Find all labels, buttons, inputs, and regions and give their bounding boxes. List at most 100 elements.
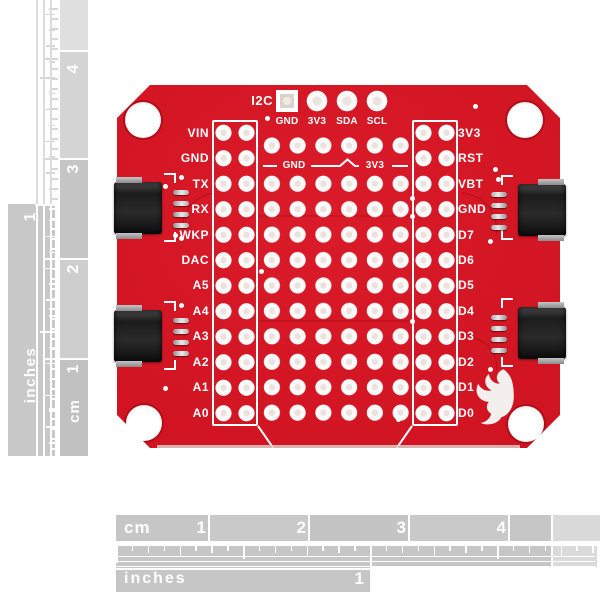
pin-label: A5 bbox=[192, 278, 209, 292]
tick-mark bbox=[163, 546, 166, 551]
tick-mark bbox=[49, 315, 55, 317]
pin-label: RX bbox=[191, 202, 209, 216]
pin-label: D4 bbox=[458, 304, 475, 318]
via-dot bbox=[178, 302, 184, 308]
via-dot bbox=[162, 385, 168, 391]
pin-label: D6 bbox=[458, 253, 475, 267]
connector-tab bbox=[116, 233, 142, 239]
jst-connector-right-bottom bbox=[491, 301, 566, 365]
scale-line bbox=[116, 556, 595, 558]
scale-line bbox=[36, 204, 38, 456]
connector-pin bbox=[491, 192, 507, 197]
connector-pin bbox=[491, 348, 507, 353]
tick-mark bbox=[52, 328, 58, 330]
via-dot bbox=[162, 183, 168, 189]
tick-mark bbox=[52, 218, 58, 220]
scale-line bbox=[36, 0, 38, 204]
via-dot bbox=[495, 176, 501, 182]
ruler-unit-cm: cm bbox=[124, 518, 151, 537]
tick-mark bbox=[147, 546, 150, 553]
pin-label: A0 bbox=[192, 406, 209, 420]
tick-mark bbox=[49, 346, 55, 349]
tick-mark bbox=[49, 124, 55, 127]
tick-mark bbox=[52, 388, 58, 390]
tick-mark bbox=[52, 118, 58, 120]
ruler-unit-cm: cm bbox=[65, 399, 83, 423]
tick-mark bbox=[52, 148, 58, 150]
via-dot bbox=[472, 103, 478, 109]
connector-pin bbox=[173, 201, 189, 206]
pin-label: D3 bbox=[458, 329, 475, 343]
connector-body bbox=[518, 184, 566, 236]
left-pin-strip-outline bbox=[212, 120, 258, 426]
connector-tab bbox=[116, 361, 142, 367]
tick-mark bbox=[52, 228, 58, 230]
tick-mark bbox=[49, 442, 55, 444]
tick-mark bbox=[52, 398, 58, 400]
tick-mark bbox=[52, 38, 58, 40]
ruler-number: 3 bbox=[65, 164, 82, 174]
tick-mark bbox=[290, 546, 293, 551]
tick-mark bbox=[52, 48, 58, 50]
tick-mark bbox=[211, 546, 213, 553]
tick-mark bbox=[49, 92, 55, 95]
tick-mark bbox=[417, 546, 420, 551]
tick-mark bbox=[49, 251, 55, 254]
ruler-number: 1 bbox=[65, 364, 82, 374]
tick-mark bbox=[227, 546, 229, 551]
connector-body bbox=[114, 182, 162, 234]
tick-mark bbox=[35, 204, 55, 206]
ruler-number: 4 bbox=[65, 64, 82, 74]
tick-mark bbox=[560, 546, 562, 556]
i2c-pad bbox=[336, 90, 358, 112]
tick-mark bbox=[40, 331, 55, 333]
tick-mark bbox=[49, 208, 58, 210]
ruler-number: 4 bbox=[496, 518, 506, 537]
tick-mark bbox=[258, 546, 261, 551]
via-dot bbox=[487, 366, 493, 372]
pin-label: D7 bbox=[458, 228, 475, 242]
i2c-pin-label: 3V3 bbox=[307, 116, 327, 127]
tick-mark bbox=[49, 156, 55, 158]
scale-line bbox=[50, 204, 52, 456]
via-dot bbox=[492, 166, 498, 172]
scale-line bbox=[43, 0, 45, 204]
pin-label: A4 bbox=[192, 304, 209, 318]
tick-mark bbox=[45, 258, 58, 260]
tick-mark bbox=[401, 546, 404, 553]
tick-mark bbox=[52, 418, 58, 420]
ruler-number: 3 bbox=[396, 518, 406, 537]
ruler-number: 1 bbox=[354, 569, 364, 588]
connector-pin bbox=[491, 203, 507, 208]
tick-mark bbox=[481, 546, 483, 551]
tick-mark bbox=[52, 128, 58, 130]
tick-mark bbox=[274, 546, 277, 553]
tick-mark bbox=[52, 238, 58, 240]
connector-body bbox=[518, 307, 566, 359]
tick-mark bbox=[449, 546, 451, 551]
pin-label: A3 bbox=[192, 329, 209, 343]
connector-pin bbox=[491, 337, 507, 342]
connector-pin bbox=[173, 329, 189, 334]
connector-tab bbox=[538, 358, 564, 364]
i2c-pin-label: SDA bbox=[336, 116, 358, 127]
ruler-segment bbox=[60, 160, 88, 258]
i2c-pin-label: GND bbox=[275, 116, 299, 127]
via-dot bbox=[178, 235, 184, 241]
tick-mark bbox=[52, 278, 58, 280]
scale-line bbox=[116, 561, 595, 563]
tick-mark bbox=[544, 546, 547, 551]
tick-mark bbox=[370, 546, 372, 563]
pin-label: TX bbox=[192, 177, 209, 191]
connector-pin bbox=[173, 351, 189, 356]
pin-label: RST bbox=[458, 151, 484, 165]
tick-mark bbox=[49, 308, 58, 310]
tick-mark bbox=[52, 298, 58, 300]
tick-mark bbox=[52, 378, 58, 380]
tick-mark bbox=[131, 546, 134, 551]
pin-label: VIN bbox=[187, 126, 209, 140]
tick-mark bbox=[49, 29, 55, 31]
tick-mark bbox=[43, 394, 55, 396]
right-pin-strip-outline bbox=[412, 120, 458, 426]
pin-label: GND bbox=[180, 151, 209, 165]
